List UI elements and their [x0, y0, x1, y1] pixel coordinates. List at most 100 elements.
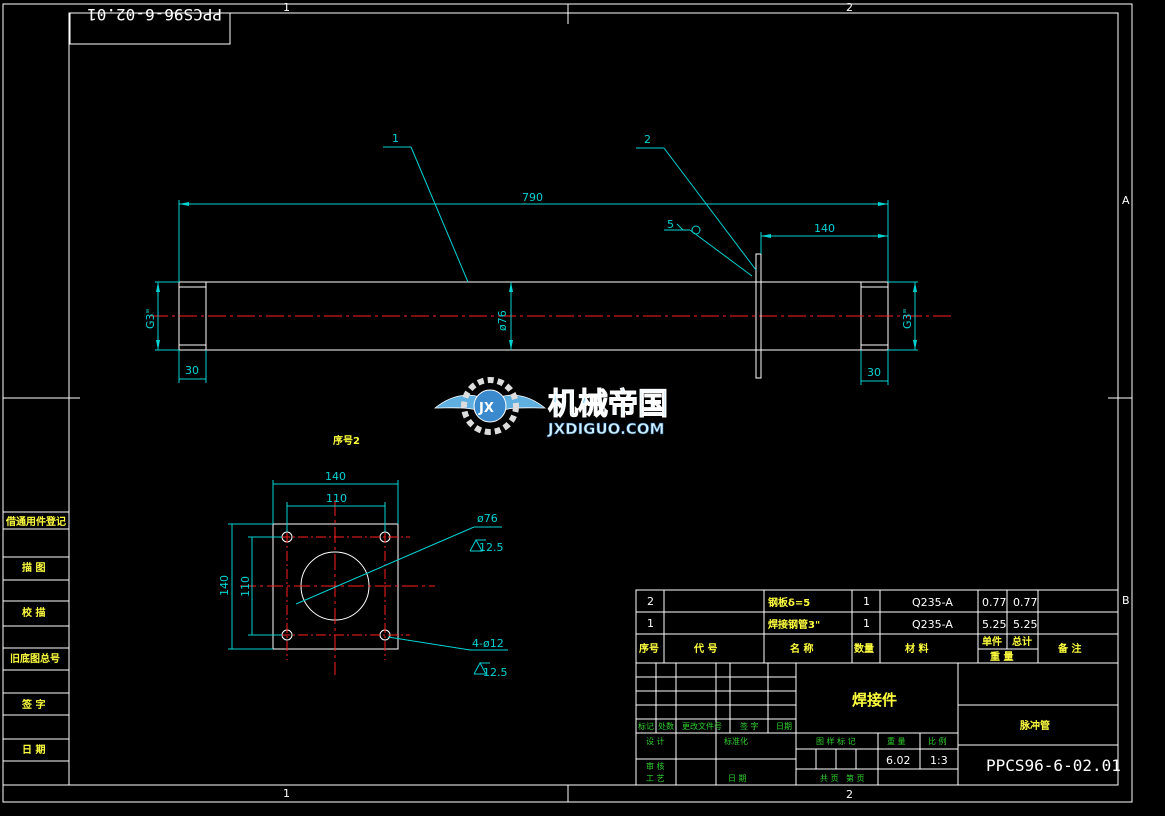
tb-label-count: 处数	[658, 721, 674, 731]
bom-row1-qty: 1	[863, 617, 870, 630]
tb-label-date: 日期	[776, 722, 792, 731]
bom-row1-no: 1	[647, 617, 654, 630]
bom-row1-total-wt: 5.25	[1013, 618, 1038, 631]
leader-line-1	[410, 146, 469, 283]
arrow	[509, 282, 513, 292]
arrow	[913, 340, 917, 350]
arrow	[878, 202, 888, 206]
bom-row2-material: Q235-A	[912, 596, 953, 609]
side-label-4: 签 字	[21, 698, 45, 711]
bom-header-name: 名 称	[790, 642, 813, 655]
bom-row1-name: 焊接钢管3"	[768, 618, 820, 631]
zone-label-col1-bottom: 1	[283, 787, 290, 800]
bom-header-no: 序号	[639, 642, 659, 655]
zone-label-col2: 2	[846, 1, 853, 14]
tb-assembly-name: 脉冲管	[1019, 719, 1050, 732]
bom-header-note: 备 注	[1057, 642, 1081, 655]
drawing-number-stamp: PPCS96-6-02.01	[87, 5, 222, 24]
tb-label-standard: 标准化	[724, 736, 748, 746]
zone-label-row-a: A	[1122, 194, 1130, 207]
tb-label-date2: 日 期	[728, 774, 747, 783]
gear-hub-icon	[473, 389, 507, 423]
bom-header-total: 总计	[1012, 635, 1032, 648]
bom-header-weight: 重 量	[990, 650, 1013, 663]
tb-label-weight: 重 量	[887, 736, 906, 746]
detail-title: 序号2	[333, 434, 360, 447]
tb-label-process: 工 艺	[646, 774, 665, 783]
tb-label-sign: 签 字	[740, 721, 759, 731]
dim-thread-len-left: 30	[185, 364, 199, 377]
dim-pipe-diameter: ø76	[496, 310, 509, 331]
side-label-2: 校 描	[22, 606, 45, 619]
tb-label-change-doc: 更改文件号	[682, 721, 722, 731]
leader-bore	[295, 526, 475, 605]
callout-holes: 4-ø12	[472, 637, 504, 650]
tb-weight-value: 6.02	[886, 754, 911, 767]
gear-icon	[461, 377, 519, 435]
side-label-5: 日 期	[22, 743, 45, 756]
arrow	[878, 234, 888, 238]
tb-label-scale: 比 例	[928, 736, 947, 746]
flange-plate	[755, 253, 762, 379]
bom-row1-material: Q235-A	[912, 618, 953, 631]
callout-holes-roughness: 12.5	[483, 666, 508, 679]
roughness-symbol	[473, 661, 487, 675]
bom-header-unit: 单件	[982, 635, 1002, 648]
tb-drawing-no: PPCS96-6-02.01	[986, 756, 1121, 775]
bom-row1-unit-wt: 5.25	[982, 618, 1007, 631]
dim-outer-height: 140	[218, 575, 231, 596]
dim-thread-right: G3"	[901, 308, 914, 329]
dim-hole-spacing-y: 110	[239, 576, 252, 597]
bom-row2-total-wt: 0.77	[1013, 596, 1038, 609]
balloon-part-2: 2	[644, 133, 651, 146]
bom-row2-name: 钢板δ=5	[768, 596, 810, 609]
tb-label-design: 设 计	[646, 736, 665, 746]
dim-flange-offset: 140	[814, 222, 835, 235]
side-label-1: 描 图	[22, 561, 45, 574]
zone-label-col1: 1	[283, 1, 290, 14]
side-label-3: 旧底图总号	[10, 652, 60, 665]
dim-thread-len-right: 30	[867, 366, 881, 379]
side-label-0: 借通用件登记	[5, 515, 66, 528]
arrow	[156, 340, 160, 350]
bom-row2-unit-wt: 0.77	[982, 596, 1007, 609]
bom-header-material: 材 料	[905, 642, 928, 655]
watermark-en: JXDIGUO.COM	[547, 420, 664, 438]
tb-label-review: 审 核	[646, 761, 665, 771]
arrow	[156, 282, 160, 292]
arrow	[179, 202, 189, 206]
tb-part-title: 焊接件	[852, 691, 897, 709]
dim-thread-left: G3"	[144, 308, 157, 329]
title-block-grid	[635, 662, 1119, 786]
watermark-cn: 机械帝国	[548, 387, 668, 422]
tb-scale-value: 1:3	[930, 754, 948, 767]
dim-hole-spacing-x: 110	[326, 492, 347, 505]
stamp-box	[69, 12, 231, 45]
roughness-symbol	[469, 538, 483, 552]
inner-frame	[68, 12, 1119, 786]
leader-holes	[387, 636, 471, 651]
callout-bore: ø76	[477, 512, 498, 525]
balloon-part-1: 1	[392, 132, 399, 145]
bom-row2-qty: 1	[863, 595, 870, 608]
bom-row2-no: 2	[647, 595, 654, 608]
dim-outer-width: 140	[325, 470, 346, 483]
watermark-logo-text: JX	[478, 401, 494, 416]
dim-overall-length: 790	[522, 191, 543, 204]
weld-size: 5	[667, 218, 674, 231]
arrow	[509, 340, 513, 350]
weld-arrow-line	[689, 229, 753, 277]
zone-label-col2-bottom: 2	[846, 788, 853, 801]
weld-all-around	[691, 225, 701, 235]
arrow	[913, 282, 917, 292]
tb-label-mark: 标记	[638, 721, 654, 731]
leader-line-2	[663, 147, 757, 271]
watermark: JX 机械帝国 JXDIGUO.COM	[433, 377, 669, 438]
tb-label-page: 第 页	[846, 773, 865, 783]
left-side-table	[2, 511, 70, 786]
arrow	[761, 234, 771, 238]
weld-triangle	[676, 223, 685, 231]
zone-label-row-b: B	[1122, 594, 1130, 607]
tb-label-stage: 图 样 标 记	[816, 736, 856, 746]
